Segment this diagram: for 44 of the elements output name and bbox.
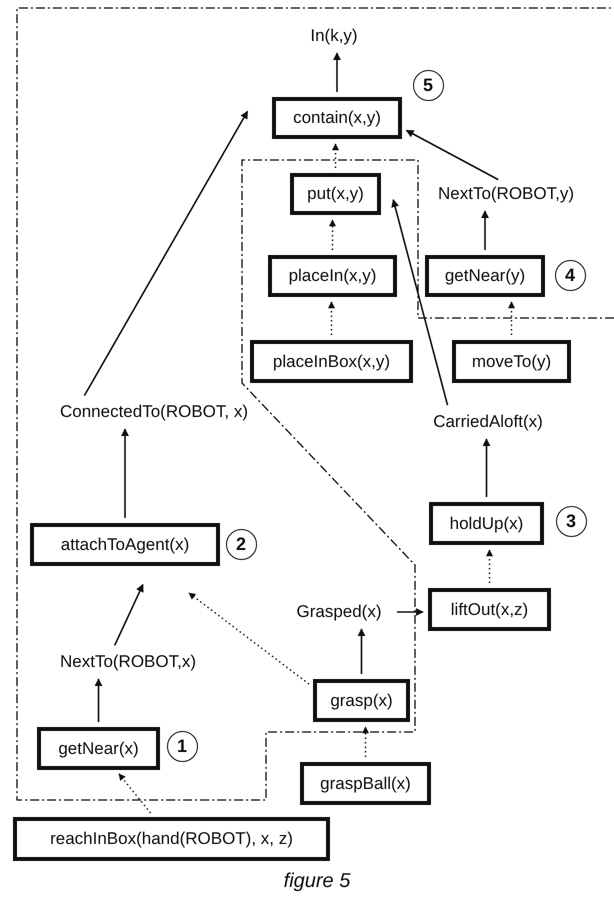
condition-label: CarriedAloft(x) xyxy=(416,410,560,434)
arrow xyxy=(114,584,144,646)
step-number: 3 xyxy=(556,506,586,536)
arrow xyxy=(332,143,339,168)
arrow xyxy=(121,428,129,518)
arrow xyxy=(508,301,515,335)
arrow xyxy=(188,592,310,685)
process-box: moveTo(y) xyxy=(452,340,571,383)
process-box: attachToAgent(x) xyxy=(30,523,220,566)
condition-label: Grasped(x) xyxy=(286,600,392,624)
arrow xyxy=(481,210,489,250)
arrow xyxy=(328,301,335,335)
condition-label: ConnectedTo(ROBOT, x) xyxy=(38,400,270,424)
arrow xyxy=(84,110,248,396)
step-number: 4 xyxy=(554,260,586,290)
condition-label: In(k,y) xyxy=(303,24,365,48)
process-box: contain(x,y) xyxy=(272,97,402,139)
process-box: getNear(x) xyxy=(37,727,160,770)
arrow xyxy=(486,549,493,583)
process-box: placeIn(x,y) xyxy=(268,255,397,297)
arrow xyxy=(397,608,424,616)
arrow xyxy=(333,52,341,92)
process-box: graspBall(x) xyxy=(300,762,431,805)
condition-label: NextTo(ROBOT,x) xyxy=(44,650,212,674)
process-box: reachInBox(hand(ROBOT), x, z) xyxy=(13,817,330,861)
arrow xyxy=(406,130,499,180)
arrow xyxy=(362,726,369,757)
process-box: liftOut(x,z) xyxy=(428,588,551,631)
process-box: getNear(y) xyxy=(425,255,545,297)
process-box: holdUp(x) xyxy=(429,502,544,545)
arrow xyxy=(94,678,102,722)
process-box: placeInBox(x,y) xyxy=(250,340,413,383)
arrow xyxy=(118,773,152,814)
figure-caption: figure 5 xyxy=(282,870,352,893)
arrow xyxy=(358,628,366,674)
arrow xyxy=(482,438,490,497)
step-number: 5 xyxy=(412,70,444,100)
process-box: put(x,y) xyxy=(290,173,381,215)
arrow xyxy=(329,219,336,250)
condition-label: NextTo(ROBOT,y) xyxy=(424,182,588,206)
process-box: grasp(x) xyxy=(313,679,410,722)
arrow xyxy=(391,199,448,406)
step-number: 2 xyxy=(226,528,256,560)
step-number: 1 xyxy=(166,730,198,762)
